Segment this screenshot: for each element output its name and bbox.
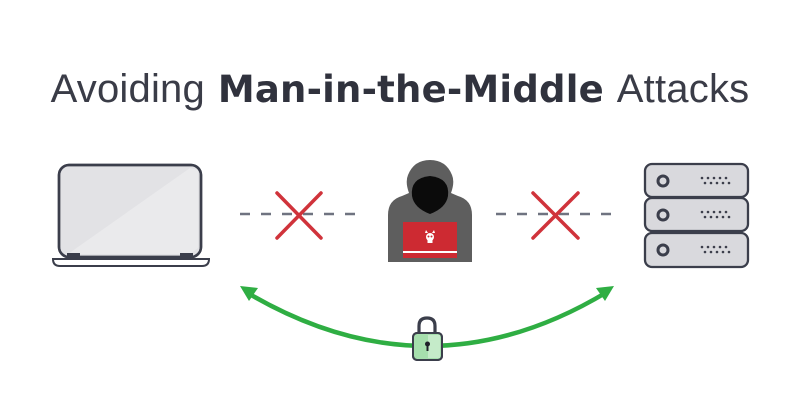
server-icon — [643, 162, 750, 269]
lock-icon — [412, 316, 443, 361]
title-prefix: Avoiding — [50, 67, 205, 111]
blocked-link-left — [240, 191, 360, 240]
laptop-icon — [51, 163, 211, 267]
blocked-link-right — [496, 191, 618, 240]
blocked-x-icon — [531, 191, 580, 240]
hacker-icon — [388, 160, 472, 262]
skull-icon — [425, 230, 435, 243]
title-emphasis: Man-in-the-Middle — [217, 68, 604, 111]
title-suffix: Attacks — [616, 67, 750, 111]
page-title: Avoiding Man-in-the-Middle Attacks — [0, 66, 800, 112]
blocked-x-icon — [275, 191, 323, 240]
